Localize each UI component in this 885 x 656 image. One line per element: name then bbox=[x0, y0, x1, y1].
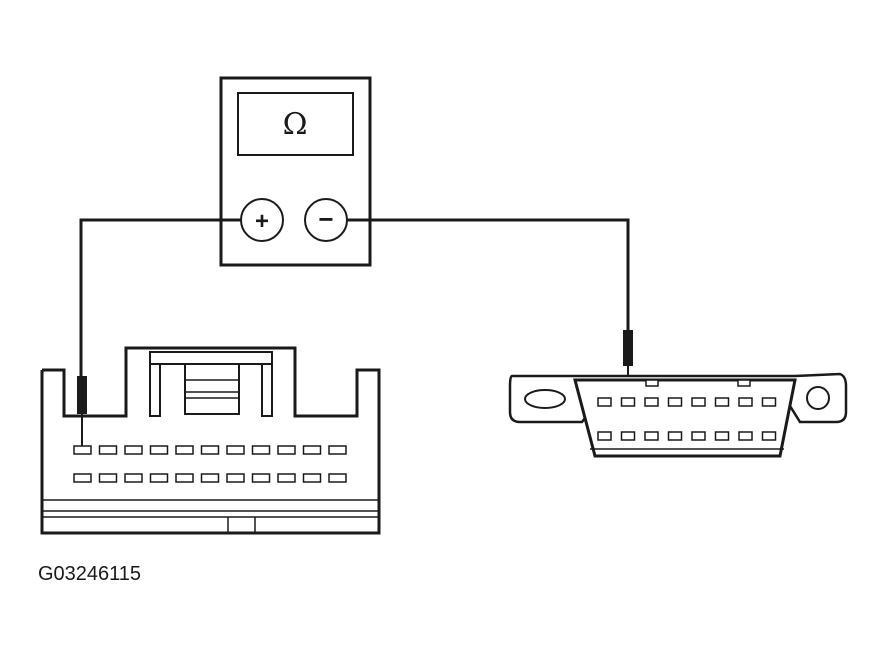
connector-pin-cavity bbox=[124, 473, 143, 483]
dlc-pin-cavity bbox=[597, 397, 612, 407]
connector-pin-cavity bbox=[73, 473, 92, 483]
test-leads bbox=[77, 218, 633, 446]
dlc-pin-cavity bbox=[714, 431, 730, 441]
dlc-pin-cavity bbox=[644, 397, 659, 407]
connector-pin-row-bottom bbox=[73, 473, 347, 483]
display-ohm-symbol: Ω bbox=[283, 107, 308, 142]
connector-pin-cavity bbox=[175, 445, 194, 455]
dlc-pin-cavity bbox=[761, 397, 777, 407]
connector-pin-row-top bbox=[73, 445, 347, 455]
connector-pin-cavity bbox=[328, 473, 347, 483]
connector-pin-cavity bbox=[98, 473, 118, 483]
connector-pin-cavity bbox=[277, 445, 296, 455]
module-connector bbox=[40, 346, 381, 535]
connector-pin-cavity bbox=[226, 473, 245, 483]
dlc-pin-cavity bbox=[691, 431, 706, 441]
connector-housing-outline bbox=[40, 346, 381, 535]
connector-pin-cavity bbox=[124, 445, 143, 455]
connector-pin-cavity bbox=[98, 445, 118, 455]
dlc-pin-cavity bbox=[597, 431, 612, 441]
multimeter-display bbox=[237, 92, 354, 156]
dlc-shell bbox=[573, 378, 797, 458]
dlc-left-mounting-slot bbox=[524, 389, 566, 409]
negative-lead-wire bbox=[347, 218, 630, 330]
connector-pin-cavity bbox=[226, 445, 245, 455]
connector-pin-cavity bbox=[175, 473, 194, 483]
dlc-pin-cavity bbox=[667, 431, 683, 441]
dlc-pin-cavity bbox=[738, 431, 753, 441]
positive-terminal-symbol: + bbox=[255, 208, 269, 235]
multimeter: Ω + − bbox=[219, 76, 372, 267]
dlc-pin-row-top bbox=[597, 397, 777, 407]
connector-pin-cavity bbox=[328, 445, 347, 455]
latch-top-bar bbox=[149, 351, 273, 365]
dlc-connector bbox=[508, 372, 848, 458]
connector-pin-cavity bbox=[149, 445, 169, 455]
connector-latch bbox=[149, 351, 273, 417]
dlc-key-right bbox=[737, 379, 751, 387]
connector-pin-cavity bbox=[277, 473, 296, 483]
connector-pin-cavity bbox=[302, 445, 322, 455]
dlc-pin-cavity bbox=[761, 431, 777, 441]
connector-pin-cavity bbox=[73, 445, 92, 455]
positive-probe bbox=[77, 376, 87, 414]
dlc-pin-cavity bbox=[738, 397, 753, 407]
dlc-pin-row-bottom bbox=[597, 431, 777, 441]
dlc-right-mounting-hole bbox=[806, 386, 830, 410]
dlc-pin-cavity bbox=[691, 397, 706, 407]
dlc-pin-cavity bbox=[667, 397, 683, 407]
dlc-pin-cavity bbox=[714, 397, 730, 407]
connector-pin-cavity bbox=[200, 473, 220, 483]
dlc-pin-cavity bbox=[620, 431, 636, 441]
dlc-pin-cavity bbox=[620, 397, 636, 407]
positive-lead-wire bbox=[79, 218, 241, 378]
connector-pin-cavity bbox=[302, 473, 322, 483]
latch-body bbox=[184, 363, 240, 415]
negative-probe bbox=[623, 330, 633, 366]
negative-terminal-symbol: − bbox=[318, 204, 333, 234]
connector-center-notch bbox=[227, 517, 256, 534]
dlc-key-left bbox=[645, 379, 659, 387]
connector-pin-cavity bbox=[200, 445, 220, 455]
connector-pin-cavity bbox=[149, 473, 169, 483]
figure-id-label: G03246115 bbox=[38, 563, 141, 585]
dlc-pin-cavity bbox=[644, 431, 659, 441]
connector-pin-cavity bbox=[251, 445, 271, 455]
connector-pin-cavity bbox=[251, 473, 271, 483]
